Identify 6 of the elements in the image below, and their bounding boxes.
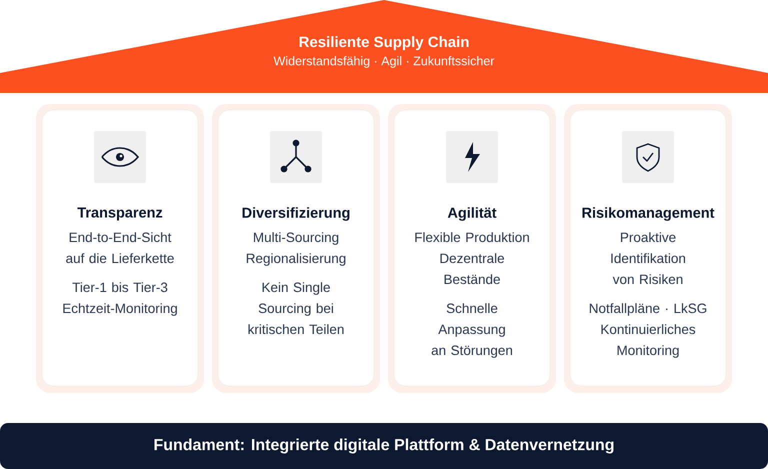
foundation-bar: Fundament: Integrierte digitale Plattform & Datenvernetzung	[0, 423, 768, 469]
pillar-card: Diversifizierung Multi-Sourcing Regionalisierung Kein Single Sourcing bei kritischen Teilen	[212, 104, 380, 393]
pillar-card: Risikomanagement Proaktive Identifikation von Risiken Notfallpläne · LkSG Kontinuierliches Monitoring	[564, 104, 732, 393]
pillar-card: Agilität Flexible Produktion Dezentrale Bestände Schnelle Anpassung an Störungen	[388, 104, 556, 393]
roof-banner: Resiliente Supply Chain Widerstandsfähig · Agil · Zukunftssicher	[0, 0, 768, 93]
pillar-card: Transparenz End-to-End-Sicht auf die Lieferkette Tier-1 bis Tier-3 Echtzeit-Monitoring	[36, 104, 204, 393]
